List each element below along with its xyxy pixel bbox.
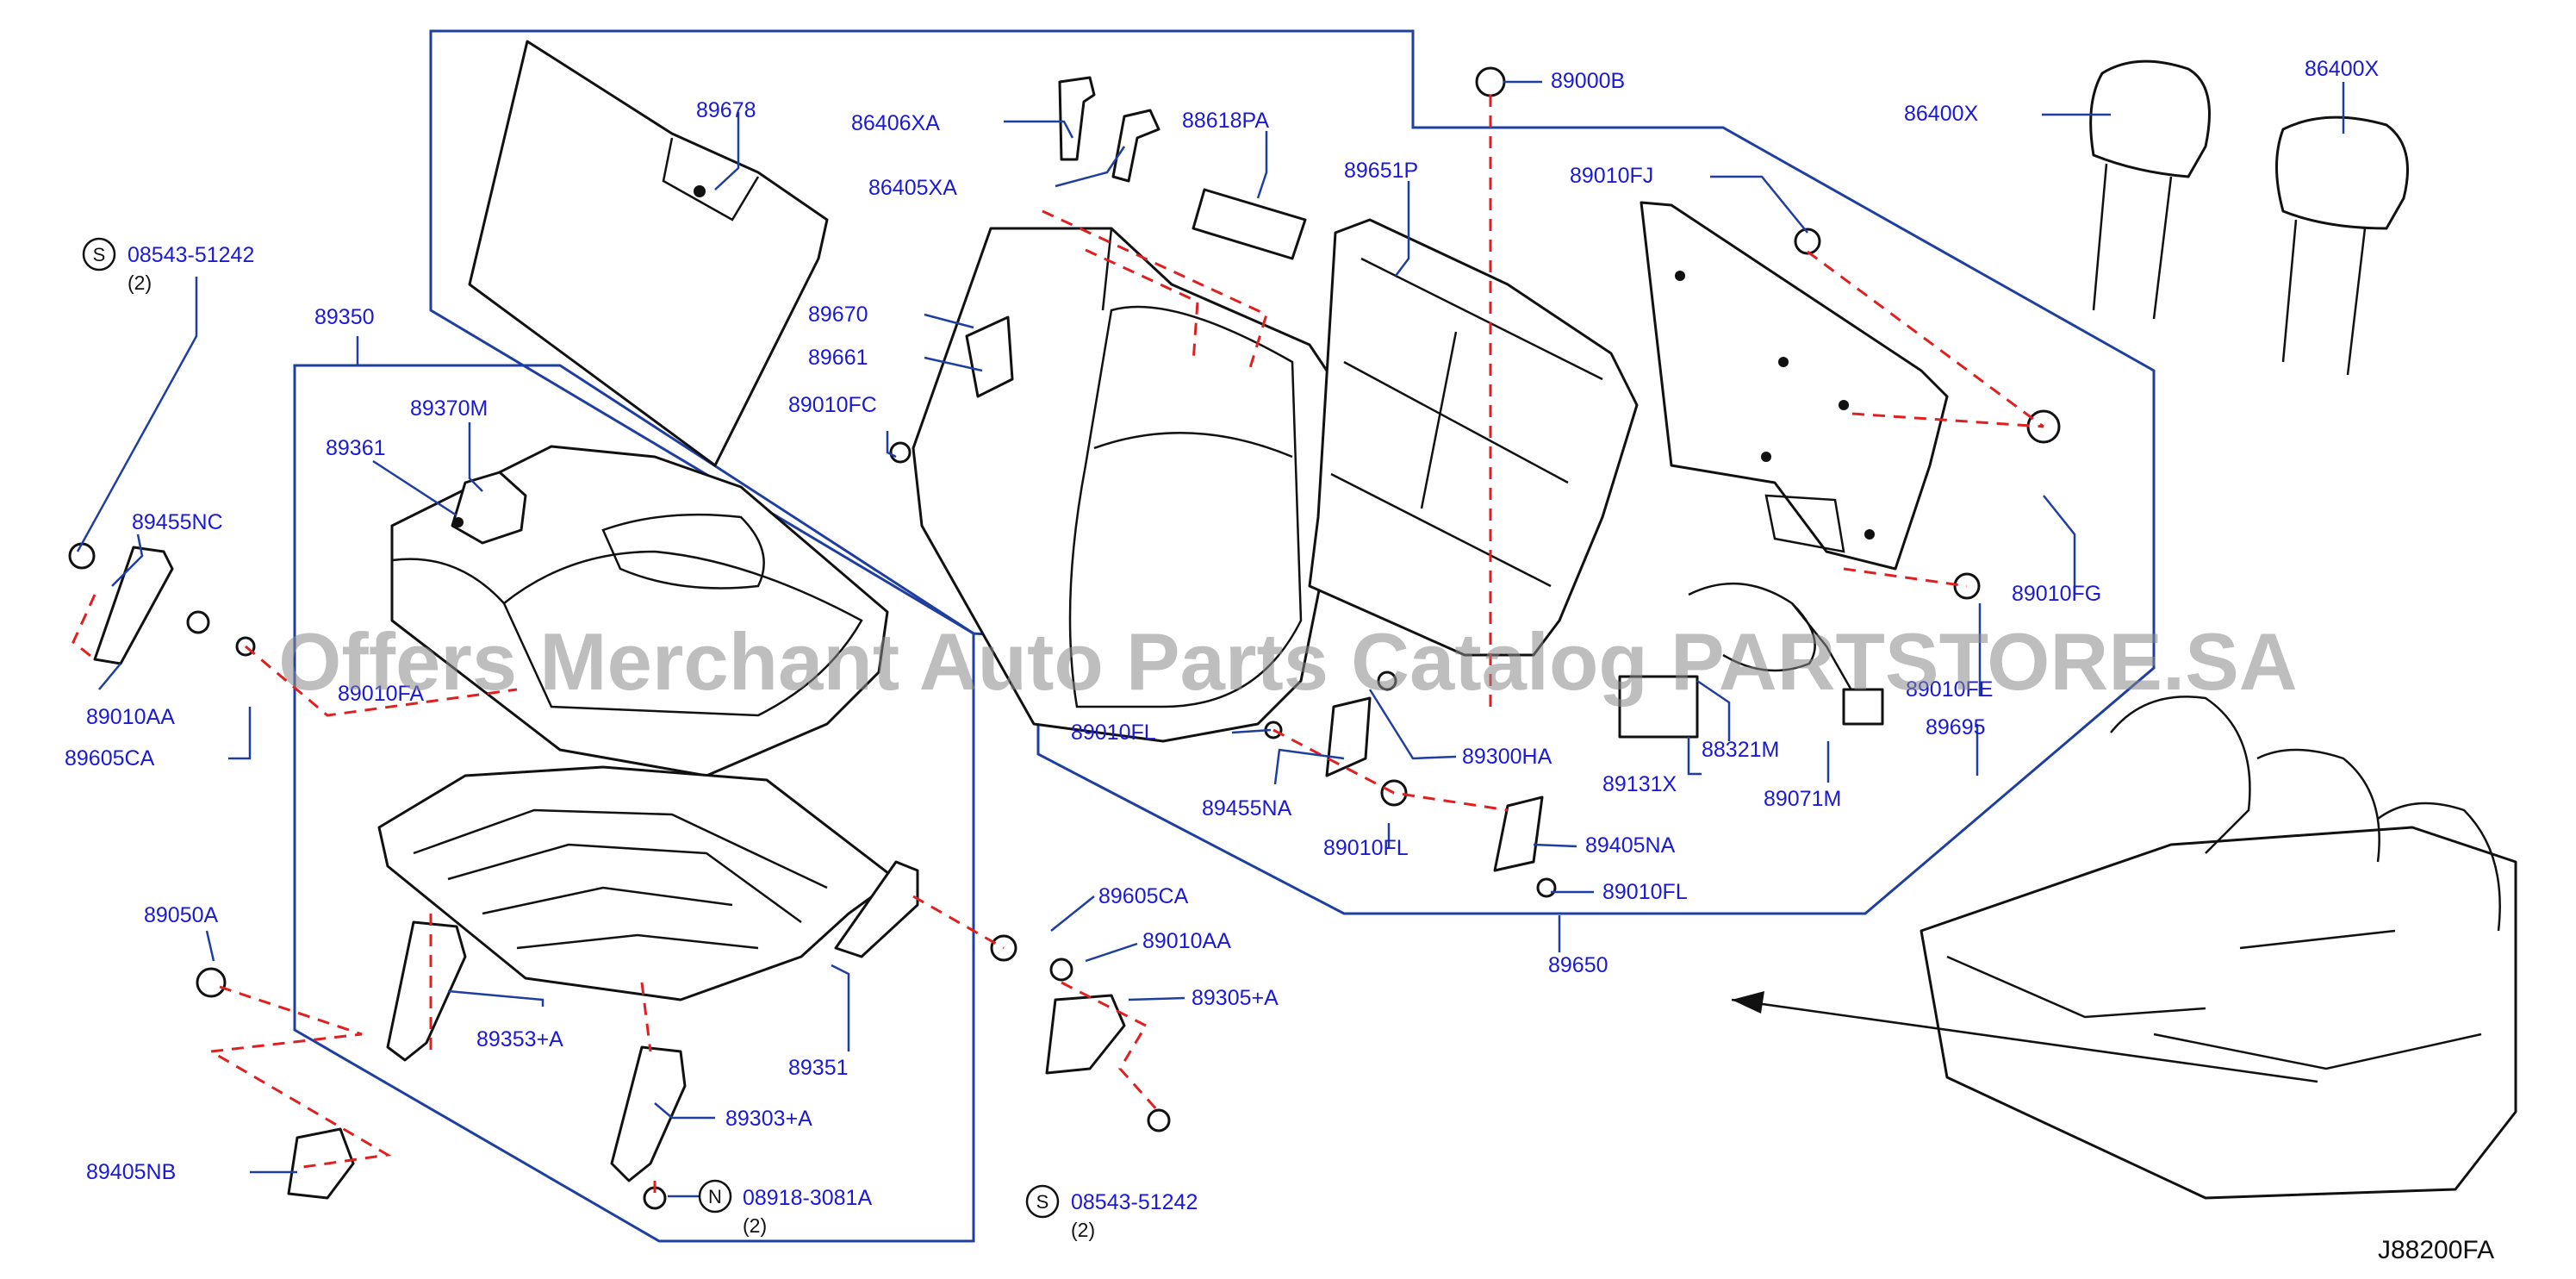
label-86405XA: 86405XA	[868, 176, 957, 200]
headrest-right-part	[2275, 115, 2409, 376]
label-89651P: 89651P	[1344, 159, 1418, 183]
label-89010FG: 89010FG	[2012, 582, 2101, 606]
label-08543-51242-bottom: 08543-51242	[1071, 1190, 1198, 1214]
assembly-pointer-arrow	[1731, 998, 2318, 1083]
label-89405NA: 89405NA	[1585, 833, 1676, 858]
label-89455NC: 89455NC	[132, 510, 223, 534]
label-89010AA-right: 89010AA	[1142, 929, 1231, 953]
label-89303-A: 89303+A	[725, 1107, 812, 1131]
svg-text:S: S	[93, 244, 106, 265]
watermark-text: Offers Merchant Auto Parts Catalog PARTS…	[278, 616, 2297, 707]
svg-text:N: N	[708, 1186, 722, 1207]
assembly-pointer-arrowhead	[1732, 991, 1764, 1014]
label-89695: 89695	[1926, 715, 1986, 739]
label-89605CA-left: 89605CA	[65, 746, 155, 771]
label-89678: 89678	[696, 98, 756, 122]
label-89650: 89650	[1548, 953, 1608, 977]
label-89010FL-b: 89010FL	[1323, 836, 1409, 860]
headrest-left-part	[2089, 59, 2211, 320]
label-88618PA: 88618PA	[1182, 109, 1269, 133]
diagram-code: J88200FA	[2378, 1236, 2494, 1264]
label-89661: 89661	[808, 346, 868, 370]
seatback-part	[912, 227, 1346, 743]
label-88321M: 88321M	[1702, 738, 1779, 762]
label-86400X-left: 86400X	[1904, 102, 1979, 126]
label-89455NA: 89455NA	[1202, 796, 1292, 820]
qty-08543-bottom: (2)	[1071, 1219, 1095, 1241]
label-89361: 89361	[326, 436, 386, 460]
label-89405NB: 89405NB	[86, 1160, 176, 1184]
dashed-connectors	[72, 95, 2044, 1194]
label-89351: 89351	[788, 1056, 849, 1080]
qty-08543-top: (2)	[128, 271, 152, 294]
label-89605CA-right: 89605CA	[1098, 884, 1189, 908]
label-89370M: 89370M	[410, 396, 488, 421]
group-outline-cushion	[293, 364, 975, 1243]
cushion-frame-part	[377, 765, 919, 1001]
seatback-board-part	[468, 40, 829, 467]
label-89071M: 89071M	[1764, 787, 1841, 811]
label-89000B: 89000B	[1551, 69, 1625, 93]
standard-part-symbol-bottom: S	[1025, 1184, 1060, 1219]
label-08918-3081A: 08918-3081A	[743, 1186, 872, 1210]
seatback-frame-part	[1308, 218, 1639, 657]
label-89010FC: 89010FC	[788, 393, 877, 417]
small-hardware-parts	[68, 66, 2061, 1210]
label-08543-51242-top: 08543-51242	[128, 243, 254, 267]
wire-harness-part	[1618, 582, 1884, 739]
label-89305-A: 89305+A	[1192, 986, 1279, 1010]
svg-text:S: S	[1036, 1191, 1049, 1213]
seat-cushion-part	[390, 445, 889, 777]
standard-part-symbol-top: S	[82, 237, 116, 271]
back-panel-part	[1640, 201, 1949, 571]
label-86406XA: 86406XA	[851, 111, 940, 135]
label-89010FL-a: 89010FL	[1071, 721, 1156, 745]
label-89010FL-c: 89010FL	[1602, 880, 1688, 904]
label-89010FA: 89010FA	[338, 682, 424, 706]
qty-08918: (2)	[743, 1214, 767, 1237]
label-89300HA: 89300HA	[1462, 745, 1552, 769]
standard-part-symbol-nut: N	[698, 1179, 732, 1213]
label-89010AA-left: 89010AA	[86, 705, 175, 729]
label-89353-A: 89353+A	[476, 1027, 563, 1051]
label-89131X: 89131X	[1602, 772, 1677, 796]
label-86400X-right: 86400X	[2305, 57, 2380, 81]
leader-lines	[76, 80, 2345, 1198]
label-89670: 89670	[808, 303, 868, 327]
label-89350: 89350	[314, 305, 375, 329]
label-89010FJ: 89010FJ	[1570, 164, 1653, 188]
label-89050A: 89050A	[144, 903, 219, 927]
label-89010FE: 89010FE	[1906, 677, 1993, 702]
seat-assembly-illustration	[1920, 696, 2517, 1200]
